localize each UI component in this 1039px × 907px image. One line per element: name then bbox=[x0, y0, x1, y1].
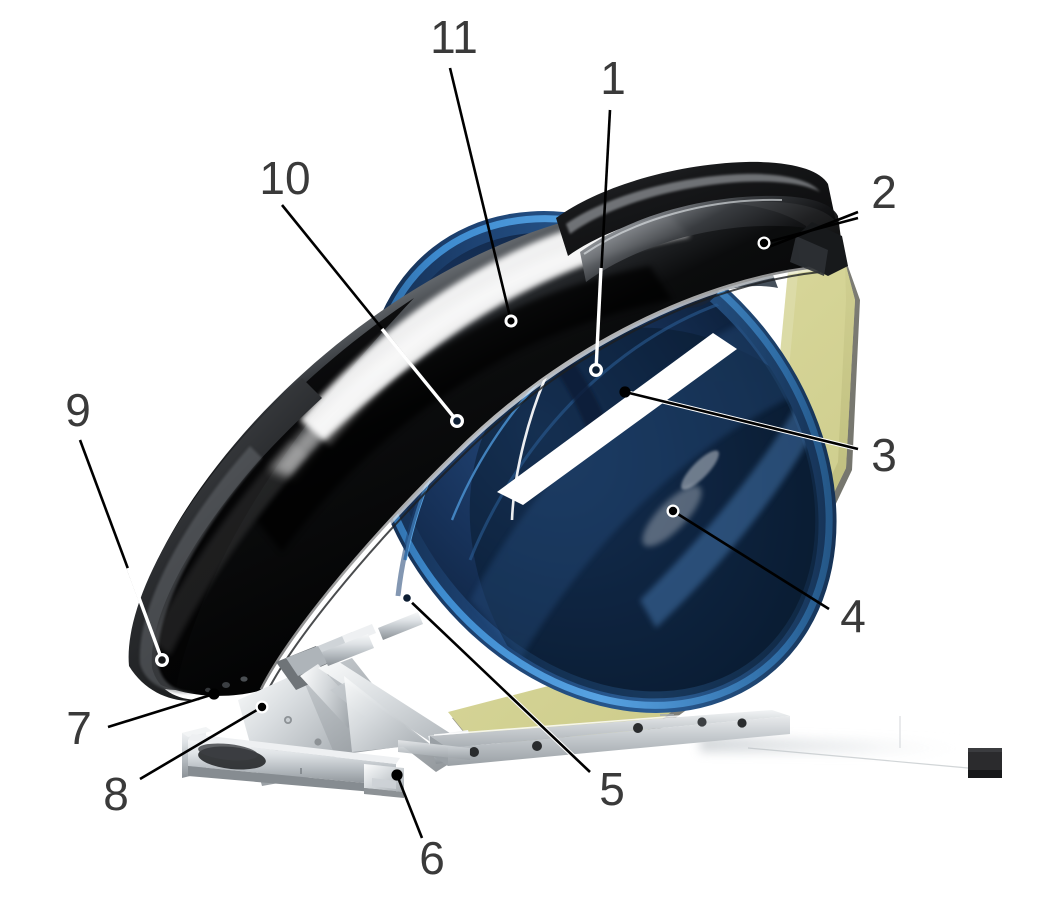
callout-label-4: 4 bbox=[840, 590, 866, 642]
callout-label-3: 3 bbox=[871, 429, 897, 481]
rear-support-leg bbox=[398, 740, 470, 760]
callout-2[interactable]: 2 bbox=[757, 166, 897, 250]
callout-label-2: 2 bbox=[871, 166, 897, 218]
callout-label-5: 5 bbox=[599, 763, 625, 815]
callout-label-1: 1 bbox=[600, 52, 626, 104]
callout-11[interactable]: 11 bbox=[430, 11, 518, 328]
callout-label-6: 6 bbox=[419, 832, 445, 884]
callout-10[interactable]: 10 bbox=[259, 152, 464, 428]
callout-9[interactable]: 9 bbox=[65, 384, 169, 667]
callout-label-7: 7 bbox=[66, 702, 92, 754]
rail-end-block bbox=[968, 748, 1002, 778]
callout-7[interactable]: 7 bbox=[66, 688, 220, 754]
callout-label-10: 10 bbox=[259, 152, 310, 204]
callout-5[interactable]: 5 bbox=[400, 591, 625, 815]
callout-8[interactable]: 8 bbox=[103, 700, 269, 821]
callout-4[interactable]: 4 bbox=[666, 504, 866, 643]
front-base-bar bbox=[182, 727, 404, 798]
bowl-mount-pins bbox=[322, 612, 423, 666]
outer-shell bbox=[128, 161, 848, 701]
callout-6[interactable]: 6 bbox=[391, 769, 445, 884]
callout-layer: 11 1 2 3 4 bbox=[65, 11, 897, 884]
callout-label-11: 11 bbox=[430, 11, 478, 63]
callout-label-8: 8 bbox=[103, 768, 129, 820]
callout-3[interactable]: 3 bbox=[619, 386, 897, 481]
callout-1[interactable]: 1 bbox=[589, 52, 626, 377]
horizontal-base-rail bbox=[430, 708, 980, 769]
callout-label-9: 9 bbox=[65, 384, 91, 436]
